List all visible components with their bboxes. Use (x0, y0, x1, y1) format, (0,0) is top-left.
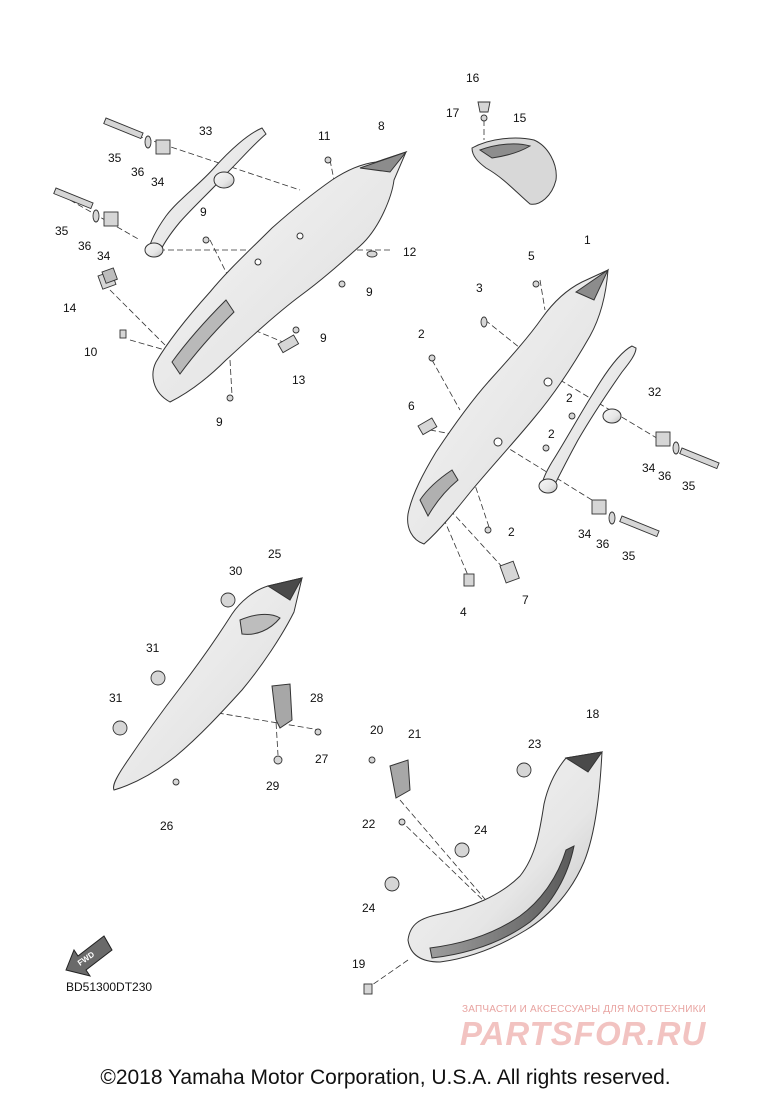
grab-bar-32 (538, 345, 637, 494)
part-number-label: 2 (508, 525, 515, 539)
cover-piece-15 (471, 137, 557, 205)
part-number-label: 16 (466, 71, 480, 85)
part-number-label: 3 (476, 281, 483, 295)
part-number-label: 29 (266, 779, 280, 793)
part-number-label: 35 (55, 224, 69, 238)
part-number-label: 19 (352, 957, 366, 971)
part-number-label: 2 (548, 427, 555, 441)
part-number-label: 34 (151, 175, 165, 189)
part-number-label: 35 (108, 151, 122, 165)
copyright-text: ©2018 Yamaha Motor Corporation, U.S.A. A… (100, 1066, 671, 1089)
part-number-label: 12 (403, 245, 417, 259)
part-number-label: 14 (63, 301, 77, 315)
part-number-label: 34 (97, 249, 111, 263)
part-number-label: 34 (642, 461, 656, 475)
part-number-label: 36 (131, 165, 145, 179)
part-number-label: 8 (378, 119, 385, 133)
bracket-28 (271, 683, 293, 729)
part-number-label: 17 (446, 106, 460, 120)
part-number-label: 9 (366, 285, 373, 299)
part-number-label: 31 (109, 691, 123, 705)
part-number-label: 11 (318, 129, 331, 143)
bracket-21 (389, 759, 411, 799)
part-number-label: 6 (408, 399, 415, 413)
part-number-label: 2 (418, 327, 425, 341)
part-number-label: 13 (292, 373, 306, 387)
side-cover-1 (407, 268, 610, 545)
part-number-label: 30 (229, 564, 243, 578)
part-number-label: 36 (78, 239, 92, 253)
part-number-label: 24 (362, 901, 376, 915)
part-number-label: 5 (528, 249, 535, 263)
part-number-label: 31 (146, 641, 160, 655)
side-cover-8 (152, 150, 408, 403)
part-number-label: 28 (310, 691, 324, 705)
part-number-label: 21 (408, 727, 422, 741)
part-number-label: 36 (596, 537, 610, 551)
part-number-label: 2 (566, 391, 573, 405)
part-number-label: 4 (460, 605, 467, 619)
part-number-label: 15 (513, 111, 527, 125)
part-number-label: 34 (578, 527, 592, 541)
part-number-label: 7 (522, 593, 529, 607)
part-number-label: 22 (362, 817, 376, 831)
part-number-label: 9 (216, 415, 223, 429)
bolt-icon (103, 117, 144, 140)
bolt-icon (619, 515, 660, 538)
fwd-arrow-icon: FWD (65, 935, 113, 977)
bolt-icon (53, 187, 94, 210)
part-number-label: 35 (622, 549, 636, 563)
part-number-label: 32 (648, 385, 662, 399)
part-number-label: 26 (160, 819, 174, 833)
part-number-label: 18 (586, 707, 600, 721)
part-number-label: 35 (682, 479, 696, 493)
part-number-label: 33 (199, 124, 213, 138)
part-number-label: 23 (528, 737, 542, 751)
hardware (53, 101, 720, 995)
part-number-label: 1 (584, 233, 591, 247)
diagram-code: BD51300DT230 (66, 980, 153, 994)
part-number-label: 9 (320, 331, 327, 345)
part-number-label: 25 (268, 547, 282, 561)
watermark-logo: PARTSFOR.RU (460, 1015, 707, 1052)
part-number-label: 9 (200, 205, 207, 219)
fairing-25 (113, 577, 303, 791)
part-number-label: 10 (84, 345, 98, 359)
bolt-icon (679, 447, 720, 470)
grab-bar-33 (144, 127, 267, 258)
part-number-label: 20 (370, 723, 384, 737)
watermark-subtitle: ЗАПЧАСТИ И АКСЕССУАРЫ ДЛЯ МОТОТЕХНИКИ (462, 1004, 707, 1015)
fairing-18 (407, 751, 604, 963)
part-number-label: 27 (315, 752, 329, 766)
part-number-label: 36 (658, 469, 672, 483)
part-number-label: 24 (474, 823, 488, 837)
